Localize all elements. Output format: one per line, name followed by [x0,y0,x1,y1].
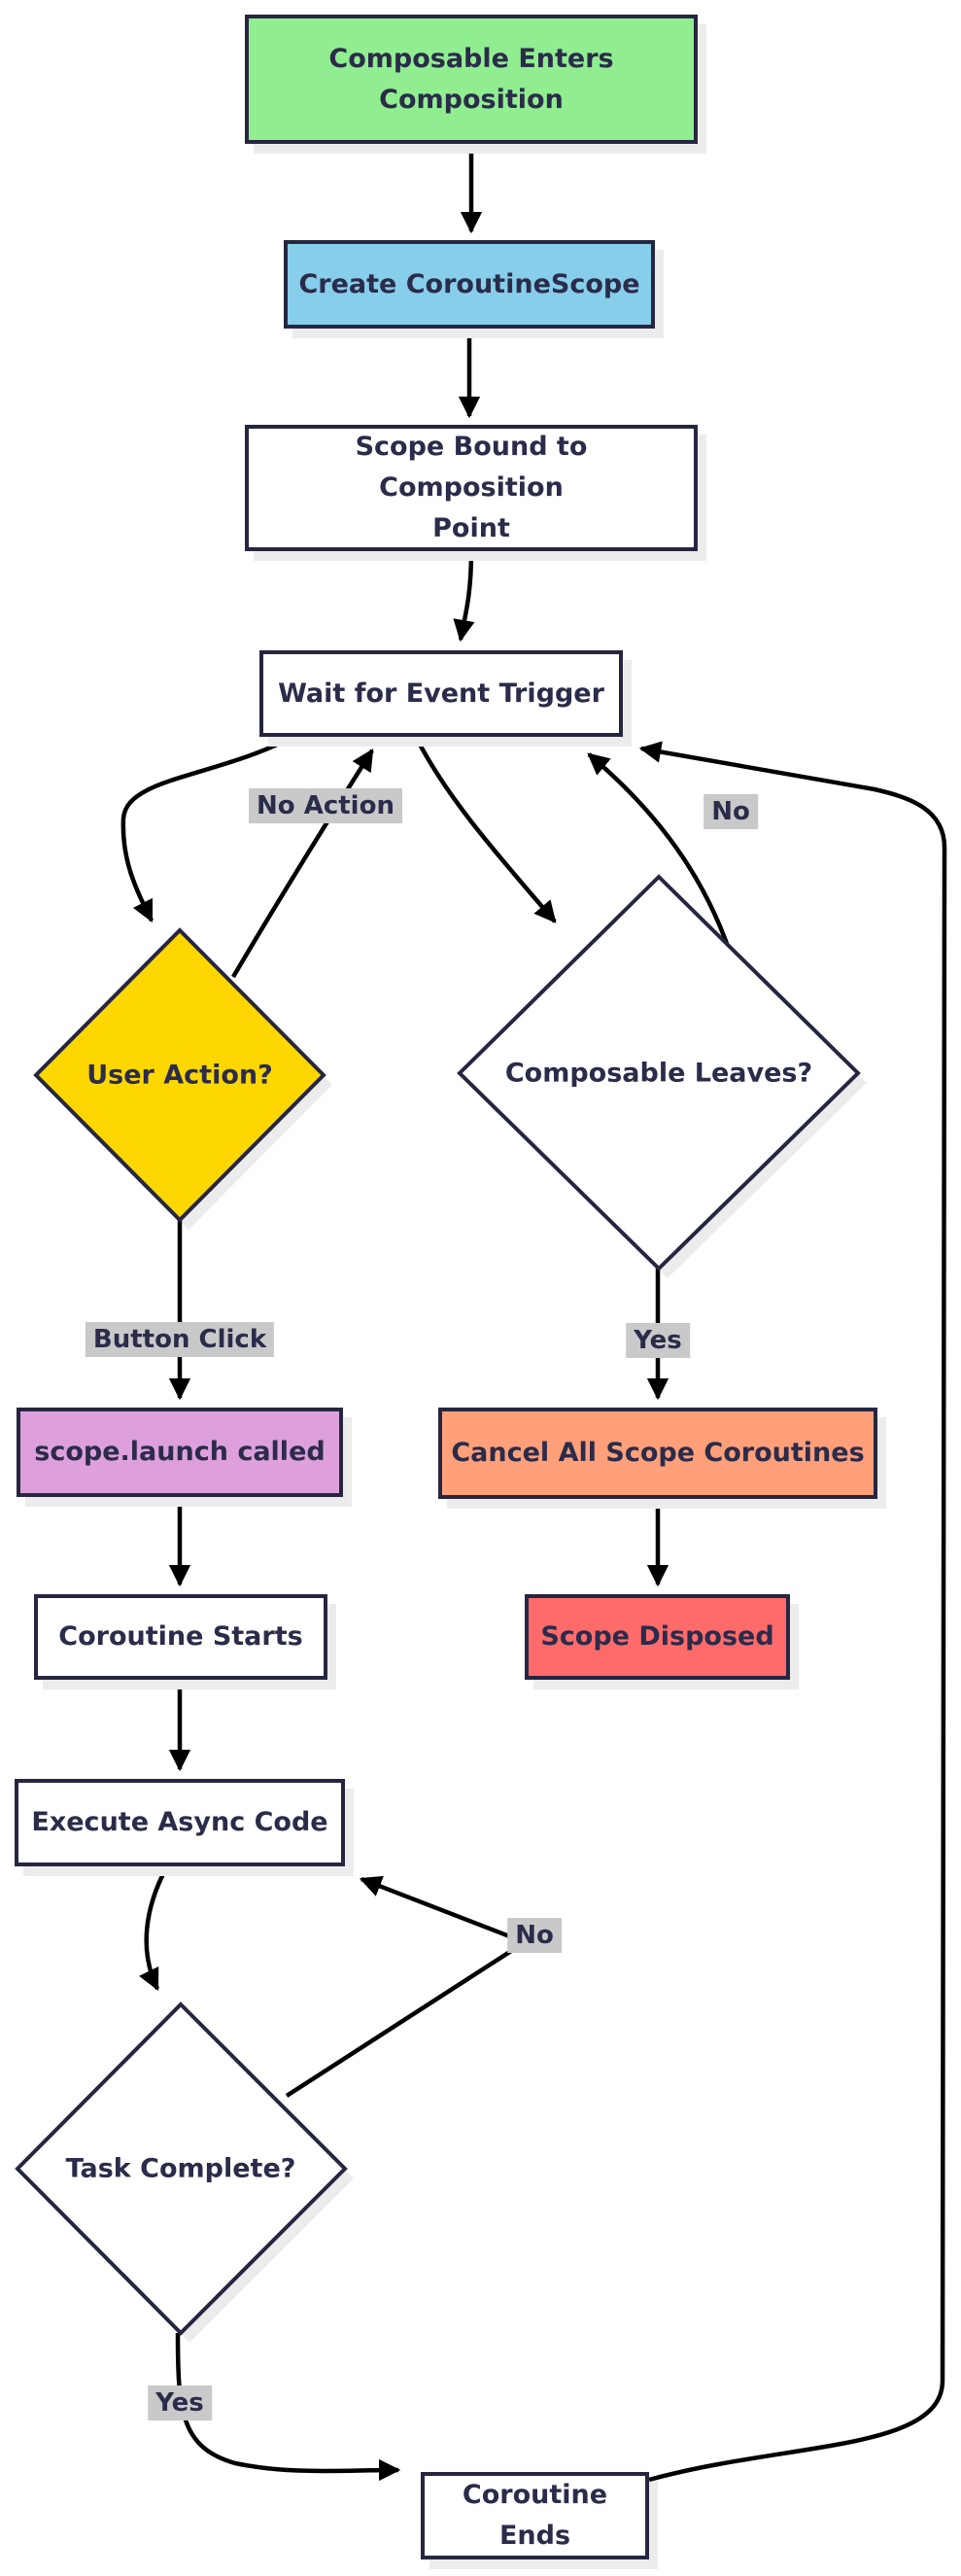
node-execute-async-code: Execute Async Code [15,1779,345,1866]
edge-label-leaves-no: No [704,794,758,829]
node-wait-event-trigger: Wait for Event Trigger [259,650,623,737]
decision-composable-leaves [457,874,861,1271]
edge-execute-to-task [139,1864,169,1992]
decision-user-action [33,927,326,1223]
edge-user-action-no-action [231,748,374,979]
edge-label-task-yes: Yes [148,2385,212,2420]
edge-wait-to-composable-leaves [413,735,557,923]
edge-ends-to-wait-loop [638,741,947,2483]
edge-label-no-action: No Action [249,788,402,823]
edge-label-button-click: Button Click [85,1322,275,1357]
label-composable-leaves: Composable Leaves? [504,1058,813,1089]
node-scope-bound: Scope Bound to Composition Point [245,425,698,551]
edge-task-no-loop [285,1875,530,2098]
node-composable-enters-composition: Composable Enters Composition [245,15,698,144]
node-scope-disposed: Scope Disposed [525,1594,790,1680]
node-coroutine-starts: Coroutine Starts [34,1594,327,1680]
edge-label-task-no: No [507,1918,562,1953]
decision-task-complete [15,2002,348,2336]
edge-bound-to-wait [453,550,475,643]
node-scope-launch-called: scope.launch called [17,1408,343,1497]
label-task-complete: Task Complete? [65,2153,296,2184]
edge-composable-leaves-no [587,752,738,968]
label-user-action: User Action? [86,1060,273,1091]
edge-label-leaves-yes: Yes [626,1323,690,1358]
node-cancel-scope-coroutines: Cancel All Scope Coroutines [438,1408,877,1499]
edge-wait-to-user-action [120,734,295,923]
node-create-coroutinescope: Create CoroutineScope [284,240,655,329]
node-coroutine-ends: Coroutine Ends [421,2472,649,2559]
